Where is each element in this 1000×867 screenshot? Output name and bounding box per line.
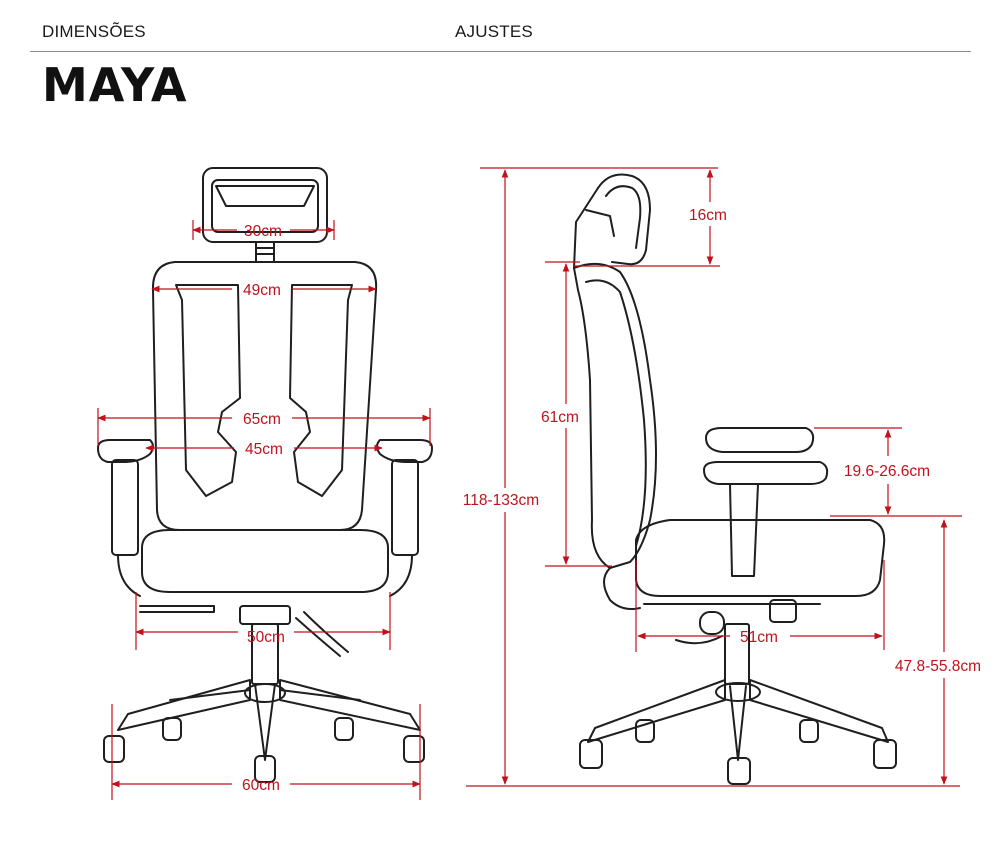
chair-side-view bbox=[573, 173, 897, 785]
dim-seat-height: 47.8-55.8cm bbox=[895, 658, 981, 675]
tab-dimensoes[interactable]: DIMENSÕES bbox=[42, 22, 146, 41]
dim-seat-depth: 51cm bbox=[740, 629, 778, 646]
dim-armrest-outer-width: 65cm bbox=[243, 411, 281, 428]
dimension-lines bbox=[97, 167, 962, 800]
dim-total-height: 118-133cm bbox=[463, 492, 539, 509]
dim-seat-width: 50cm bbox=[247, 629, 285, 646]
dim-armrest-inner-width: 45cm bbox=[245, 441, 283, 458]
dim-backrest-width: 49cm bbox=[243, 282, 281, 299]
dim-base-width: 60cm bbox=[242, 777, 280, 794]
dim-headrest-height: 16cm bbox=[689, 207, 727, 224]
dim-armrest-height: 19.6-26.6cm bbox=[844, 463, 930, 480]
dim-headrest-width: 30cm bbox=[244, 223, 282, 240]
dim-backrest-height: 61cm bbox=[541, 409, 579, 426]
chair-front-view bbox=[97, 167, 433, 783]
header-divider bbox=[30, 51, 971, 52]
product-title: MAYA bbox=[42, 58, 188, 112]
tab-ajustes[interactable]: AJUSTES bbox=[455, 22, 533, 41]
